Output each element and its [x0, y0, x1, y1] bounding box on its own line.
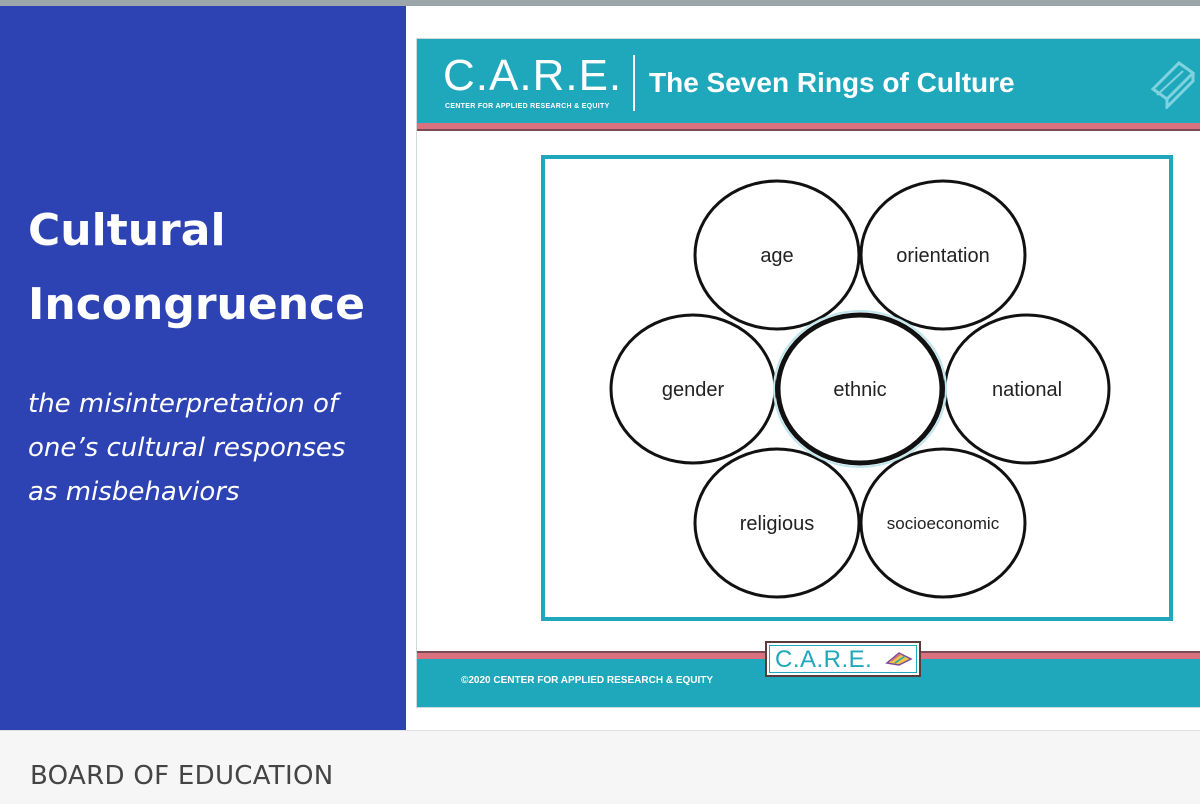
ring-label-socioeconomic: socioeconomic: [887, 514, 1000, 533]
rings-diagram-frame: age orientation gender ethnic national r…: [541, 155, 1173, 621]
ring-orientation: [859, 179, 1027, 331]
book-icon: [1150, 61, 1195, 109]
top-strip: [0, 0, 1200, 6]
slide-header: C.A.R.E. CENTER FOR APPLIED RESEARCH & E…: [417, 39, 1200, 123]
copyright-text: ©2020 CENTER FOR APPLIED RESEARCH & EQUI…: [461, 675, 714, 686]
care-logo-subtext: CENTER FOR APPLIED RESEARCH & EQUITY: [445, 103, 610, 110]
ring-label-age: age: [760, 245, 793, 267]
care-logo: C.A.R.E.: [443, 51, 623, 100]
header-divider: [633, 55, 635, 111]
definition-text: the misinterpretation of one’s cultural …: [28, 382, 398, 514]
definition-line-2: one’s cultural responses: [28, 433, 346, 463]
slide-image: C.A.R.E. CENTER FOR APPLIED RESEARCH & E…: [416, 38, 1200, 708]
ring-label-ethnic: ethnic: [833, 379, 886, 401]
seven-rings-diagram: age orientation gender ethnic national r…: [609, 179, 1111, 599]
header-accent-line: [417, 123, 1200, 131]
caption-text: BOARD OF EDUCATION: [30, 761, 334, 791]
bottom-caption-bar: BOARD OF EDUCATION: [0, 730, 1200, 804]
ring-label-national: national: [992, 379, 1062, 401]
ring-ethnic-glow: [773, 310, 947, 468]
left-panel: Cultural Incongruence the misinterpretat…: [0, 6, 406, 730]
ring-label-gender: gender: [662, 379, 725, 401]
right-panel: C.A.R.E. CENTER FOR APPLIED RESEARCH & E…: [406, 6, 1200, 730]
footer-care-logo: C.A.R.E.: [765, 641, 921, 677]
ring-socioeconomic: [859, 447, 1027, 599]
footer-logo-border: [769, 645, 917, 673]
ring-label-religious: religious: [740, 513, 814, 535]
title-line-1: Cultural: [28, 205, 226, 256]
footer-logo-text: C.A.R.E.: [775, 646, 873, 673]
slide-title: The Seven Rings of Culture: [649, 67, 1015, 98]
ring-label-orientation: orientation: [896, 245, 989, 267]
definition-line-1: the misinterpretation of: [28, 389, 339, 419]
page-title: Cultural Incongruence: [28, 194, 398, 342]
ring-religious: [693, 447, 861, 599]
footer-book-icon: [885, 652, 913, 666]
definition-line-3: as misbehaviors: [28, 477, 240, 507]
ring-age: [693, 179, 861, 331]
ring-ethnic: [775, 312, 945, 466]
title-line-2: Incongruence: [28, 279, 365, 330]
